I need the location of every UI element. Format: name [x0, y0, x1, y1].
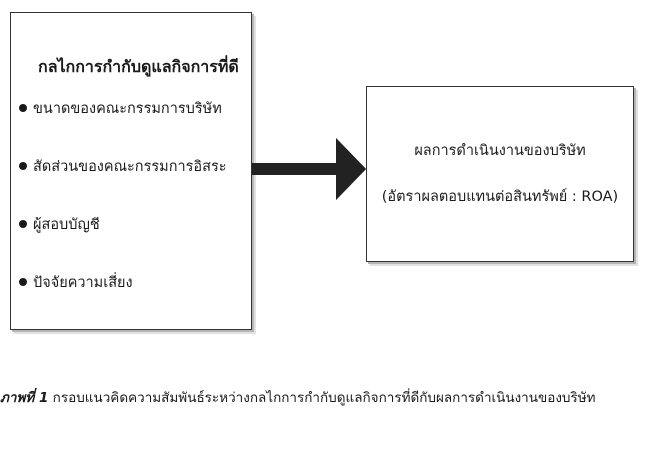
right-arrow-icon: [252, 138, 366, 200]
caption-label: ภาพที่ 1: [0, 390, 49, 406]
list-item: ขนาดของคณะกรรมการบริษัท: [19, 98, 227, 118]
list-item-label: ปัจจัยความเสี่ยง: [33, 274, 133, 291]
caption-text: กรอบแนวคิดความสัมพันธ์ระหว่างกลไกการกำกั…: [52, 390, 596, 406]
bullet-icon: [19, 162, 27, 170]
list-item: ผู้สอบบัญชี: [19, 214, 227, 234]
performance-box: ผลการดำเนินงานของบริษัท (อัตราผลตอบแทนต่…: [366, 86, 634, 262]
arrow-shaft: [252, 163, 340, 175]
performance-subtitle: (อัตราผลตอบแทนต่อสินทรัพย์ : ROA): [381, 189, 619, 205]
figure-caption: ภาพที่ 1 กรอบแนวคิดความสัมพันธ์ระหว่างกล…: [0, 386, 650, 408]
mechanisms-list: ขนาดของคณะกรรมการบริษัท สัดส่วนของคณะกรร…: [19, 98, 227, 330]
bullet-icon: [19, 278, 27, 286]
list-item: สัดส่วนของคณะกรรมการอิสระ: [19, 156, 227, 176]
mechanisms-title: กลไกการกำกับดูแลกิจการที่ดี: [38, 57, 239, 76]
list-item-label: ผู้สอบบัญชี: [33, 216, 100, 233]
performance-title: ผลการดำเนินงานของบริษัท: [414, 143, 586, 159]
list-item-label: สัดส่วนของคณะกรรมการอิสระ: [33, 158, 227, 175]
bullet-icon: [19, 104, 27, 112]
bullet-icon: [19, 220, 27, 228]
arrow-head-fill: [336, 138, 366, 200]
list-item: ปัจจัยความเสี่ยง: [19, 272, 227, 292]
mechanisms-box: กลไกการกำกับดูแลกิจการที่ดี ขนาดของคณะกร…: [10, 12, 252, 330]
list-item-label: ขนาดของคณะกรรมการบริษัท: [33, 100, 222, 117]
